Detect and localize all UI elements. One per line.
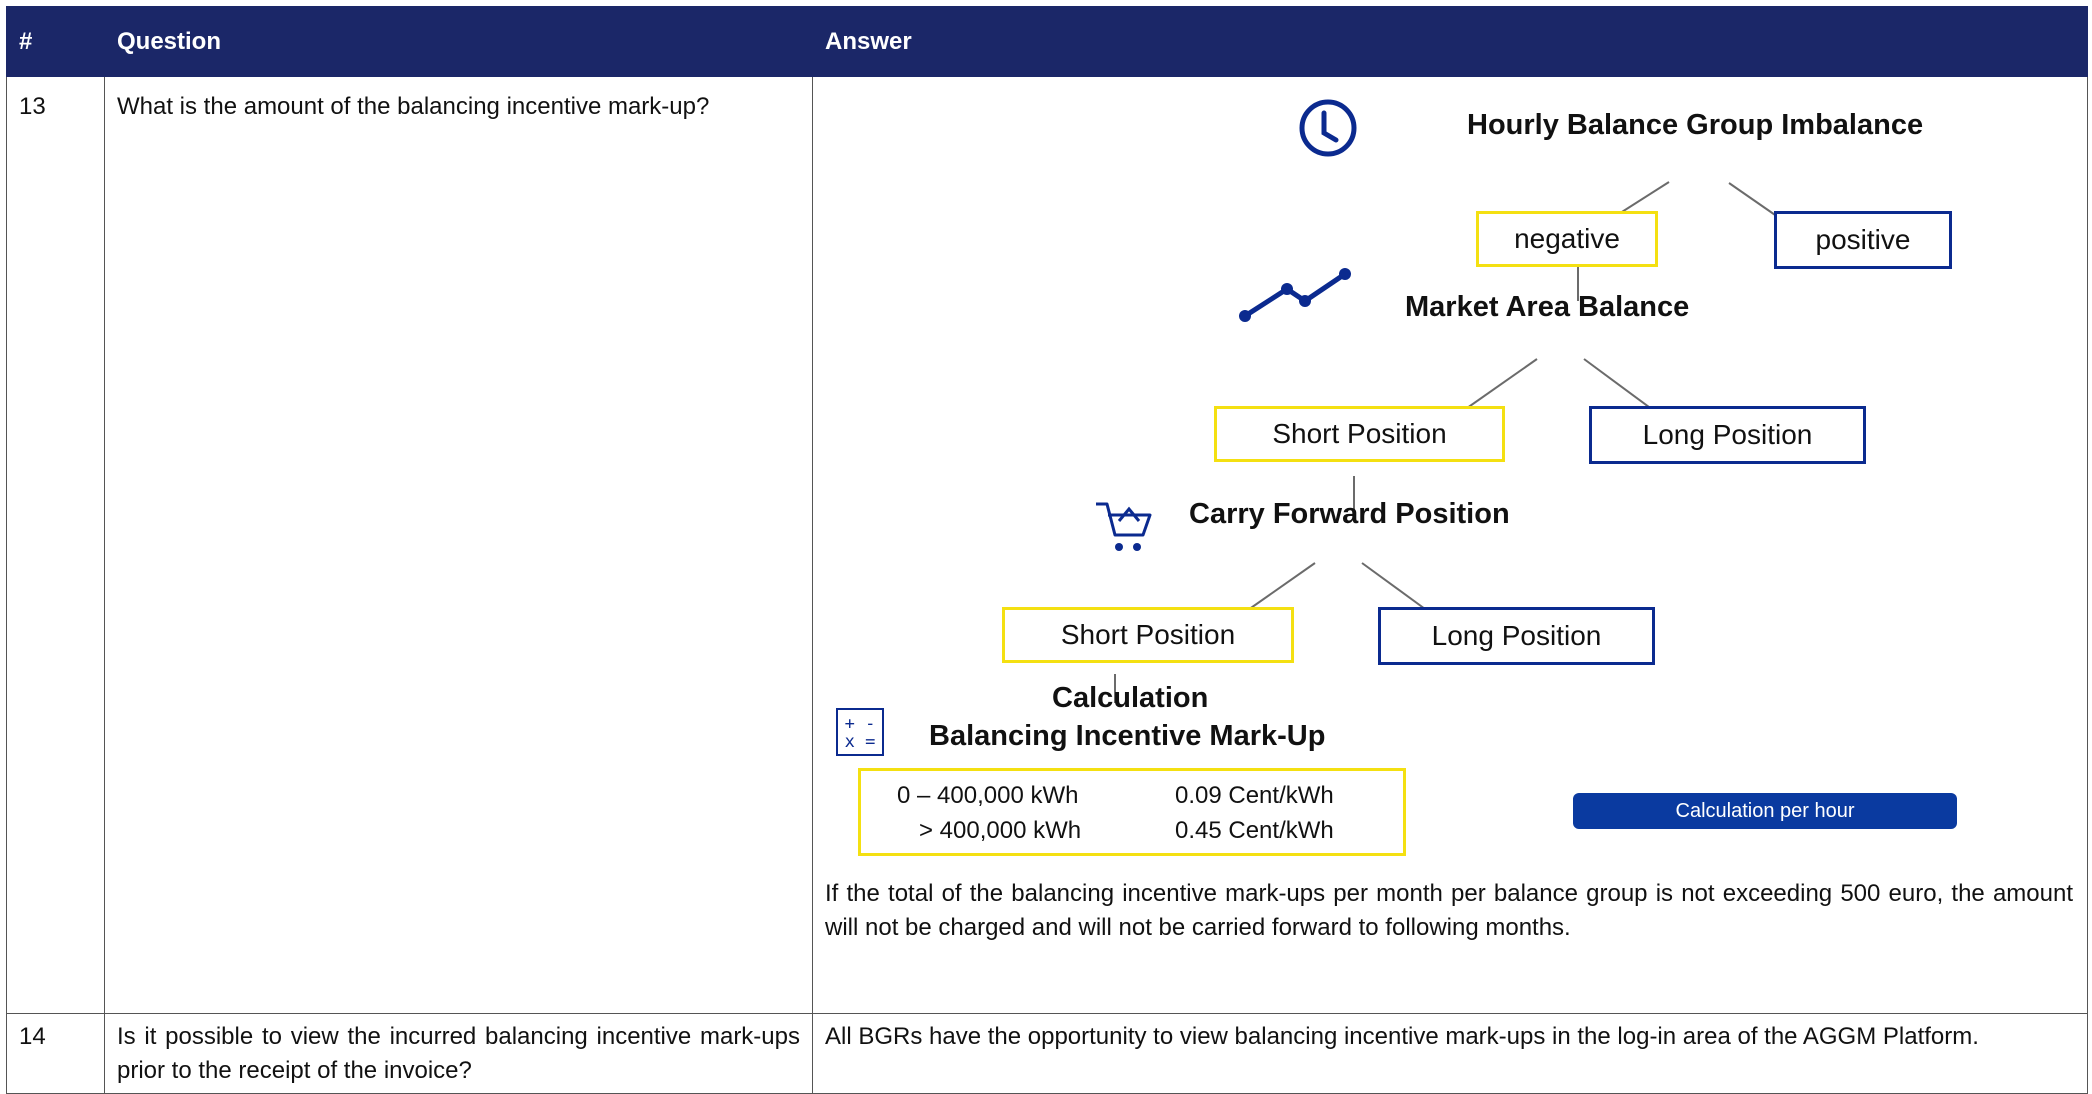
balancing-diagram: Hourly Balance Group Imbalance negative … xyxy=(825,77,2092,941)
market-short-box: Short Position xyxy=(1214,406,1505,462)
tier-range: > 400,000 kWh xyxy=(919,817,1082,844)
carry-long-box: Long Position xyxy=(1378,607,1655,665)
table-row: 14 Is it possible to view the incurred b… xyxy=(6,1013,2088,1094)
shopping-cart-icon xyxy=(1096,502,1152,551)
table-row: 13 What is the amount of the balancing i… xyxy=(6,76,2088,1014)
trend-line-icon xyxy=(1239,268,1351,322)
answer-cell: Hourly Balance Group Imbalance negative … xyxy=(812,76,2088,1014)
calculator-icon: + - x = xyxy=(836,708,884,756)
market-area-title: Market Area Balance xyxy=(1405,291,1690,323)
question-text: Is it possible to view the incurred bala… xyxy=(117,1023,800,1084)
hourly-imbalance-title: Hourly Balance Group Imbalance xyxy=(1467,109,1924,141)
tier-rate: 0.45 Cent/kWh xyxy=(1175,817,1334,844)
markup-note: If the total of the balancing incentive … xyxy=(825,880,2073,941)
question-cell: Is it possible to view the incurred bala… xyxy=(104,1013,813,1094)
question-cell: What is the amount of the balancing ince… xyxy=(104,76,813,1014)
markup-title: Balancing Incentive Mark-Up xyxy=(929,720,1326,752)
connector-line xyxy=(1728,182,1779,218)
row-number: 13 xyxy=(6,76,105,1014)
row-number-text: 13 xyxy=(19,93,46,120)
carry-forward-title: Carry Forward Position xyxy=(1189,498,1510,530)
header-question: Question xyxy=(104,6,813,77)
clock-icon xyxy=(1299,99,1357,157)
row-number-text: 14 xyxy=(19,1023,46,1050)
connector-line xyxy=(1583,358,1658,414)
header-answer: Answer xyxy=(812,6,2088,77)
table-header-row: # Question Answer xyxy=(6,6,2088,77)
answer-cell: All BGRs have the opportunity to view ba… xyxy=(812,1013,2088,1094)
calculation-title: Calculation xyxy=(1052,682,1209,714)
calculation-per-hour-badge: Calculation per hour xyxy=(1573,793,1957,829)
positive-box: positive xyxy=(1774,211,1952,269)
market-long-box: Long Position xyxy=(1589,406,1866,464)
header-number: # xyxy=(6,6,105,77)
negative-box: negative xyxy=(1476,211,1658,267)
answer-text: All BGRs have the opportunity to view ba… xyxy=(825,1023,1979,1050)
question-text: What is the amount of the balancing ince… xyxy=(117,93,710,120)
connector-line xyxy=(1459,358,1538,414)
tier-rate: 0.09 Cent/kWh xyxy=(1175,782,1334,809)
markup-tier-box: 0 – 400,000 kWh 0.09 Cent/kWh > 400,000 … xyxy=(858,768,1406,856)
carry-short-box: Short Position xyxy=(1002,607,1294,663)
row-number: 14 xyxy=(6,1013,105,1094)
tier-range: 0 – 400,000 kWh xyxy=(897,782,1079,809)
faq-table: # Question Answer 13 What is the amount … xyxy=(6,6,2088,1094)
